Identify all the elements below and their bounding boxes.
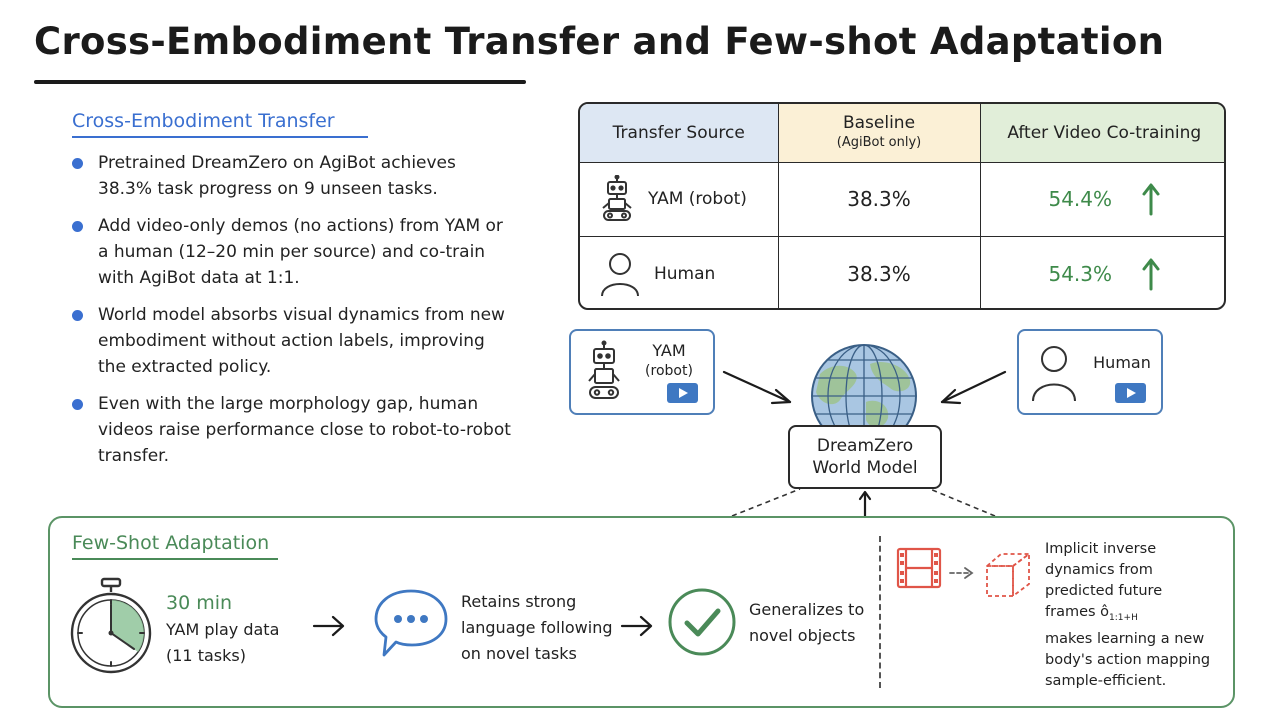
few-shot-data-line-1: YAM play data: [166, 620, 280, 639]
few-shot-heading: Few-Shot Adaptation: [72, 532, 270, 554]
bullet-text: Pretrained DreamZero on AgiBot achieves …: [98, 153, 456, 199]
bullet-text: Add video-only demos (no actions) from Y…: [98, 216, 503, 288]
bullet-item: Even with the large morphology gap, huma…: [72, 391, 512, 469]
implicit-line-4: frames ô1:1+H: [1045, 602, 1138, 629]
yam-video-source: YAM (robot): [569, 329, 715, 415]
few-shot-underline: [72, 558, 278, 560]
source-label: YAM (robot): [648, 189, 747, 209]
makes-line-1: makes learning a new: [1045, 631, 1205, 647]
after-cell: 54.3%: [979, 235, 1224, 308]
person-icon: [601, 253, 639, 297]
arrow-up-icon: [1142, 258, 1160, 291]
speech-bubble-icon: [374, 589, 448, 657]
implicit-line-3: predicted future: [1045, 583, 1163, 599]
page-title: Cross-Embodiment Transfer and Few-shot A…: [34, 20, 1165, 63]
source-cell: Human: [580, 235, 779, 308]
bullet-dot-icon: [72, 399, 83, 410]
after-value: 54.4%: [1048, 187, 1113, 211]
generalizes-line-1: Generalizes to: [749, 600, 865, 619]
cross-embodiment-underline: [72, 136, 368, 138]
implicit-frames-text: frames ô: [1045, 604, 1110, 620]
few-shot-panel: [48, 516, 1235, 708]
yam-sublabel: (robot): [645, 363, 693, 379]
bullet-dot-icon: [72, 158, 83, 169]
world-model-box: DreamZero World Model: [788, 425, 942, 489]
after-cell: 54.4%: [979, 161, 1224, 237]
cube-icon: [986, 553, 1030, 597]
header-after-cotraining: After Video Co-training: [979, 104, 1224, 163]
implicit-line-2: dynamics from: [1045, 562, 1153, 578]
implicit-frames-subscript: 1:1+H: [1109, 612, 1138, 623]
yam-label: YAM: [652, 341, 686, 360]
video-frames-icon: [896, 547, 942, 589]
retains-line-3: on novel tasks: [461, 644, 577, 663]
play-icon[interactable]: [667, 383, 698, 403]
implicit-line-1: Implicit inverse: [1045, 541, 1157, 557]
table-row: YAM (robot) 38.3% 54.4%: [580, 161, 1224, 237]
baseline-value: 38.3%: [777, 161, 981, 237]
robot-icon: [602, 175, 632, 221]
cross-embodiment-bullets: Pretrained DreamZero on AgiBot achieves …: [72, 150, 512, 480]
human-label: Human: [1093, 353, 1151, 372]
few-shot-data-line-2: (11 tasks): [166, 646, 246, 665]
transfer-results-table: Transfer Source Baseline (AgiBot only) A…: [578, 102, 1226, 310]
bullet-dot-icon: [72, 221, 83, 232]
arrow-up-icon: [1142, 183, 1160, 216]
source-label: Human: [654, 264, 716, 285]
bullet-item: Pretrained DreamZero on AgiBot achieves …: [72, 150, 512, 202]
bullet-text: World model absorbs visual dynamics from…: [98, 305, 505, 377]
bullet-item: Add video-only demos (no actions) from Y…: [72, 213, 512, 291]
source-cell: YAM (robot): [580, 161, 779, 237]
retains-line-1: Retains strong: [461, 592, 577, 611]
stopwatch-icon: [70, 577, 152, 674]
globe-icon: [811, 344, 917, 448]
title-underline: [34, 80, 526, 84]
bullet-item: World model absorbs visual dynamics from…: [72, 302, 512, 380]
world-model-sublabel: World Model: [812, 458, 918, 478]
bullet-dot-icon: [72, 310, 83, 321]
cross-embodiment-heading: Cross-Embodiment Transfer: [72, 110, 335, 132]
retains-line-2: language following: [461, 618, 613, 637]
header-baseline-label: Baseline: [842, 112, 916, 133]
header-baseline-sub: (AgiBot only): [836, 134, 922, 150]
few-shot-divider: [879, 536, 881, 688]
person-icon: [1032, 346, 1076, 402]
play-icon[interactable]: [1115, 383, 1146, 403]
header-transfer-source: Transfer Source: [580, 104, 779, 163]
generalizes-line-2: novel objects: [749, 626, 856, 645]
after-value: 54.3%: [1048, 262, 1113, 287]
human-video-source: Human: [1017, 329, 1163, 415]
check-circle-icon: [668, 588, 736, 656]
makes-line-2: body's action mapping: [1045, 652, 1211, 668]
few-shot-duration: 30 min: [166, 592, 233, 614]
bullet-text: Even with the large morphology gap, huma…: [98, 394, 511, 466]
robot-icon: [588, 340, 620, 399]
makes-line-3: sample-efficient.: [1045, 673, 1167, 689]
table-row: Human 38.3% 54.3%: [580, 235, 1224, 308]
world-model-label: DreamZero: [816, 436, 914, 456]
